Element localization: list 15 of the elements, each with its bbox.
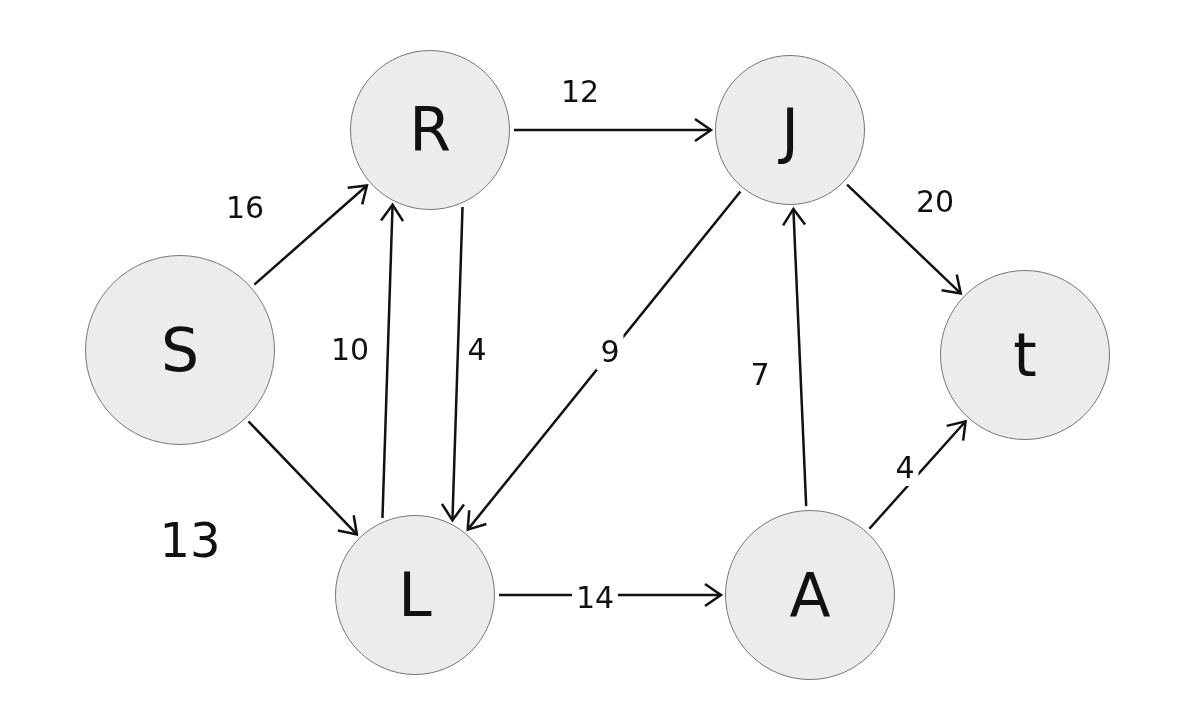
arrow bbox=[868, 420, 967, 530]
arrow bbox=[466, 190, 742, 531]
arrow bbox=[781, 207, 808, 507]
node-label: S bbox=[160, 320, 200, 380]
arrow bbox=[846, 183, 962, 295]
arrow bbox=[247, 420, 359, 536]
node-label: L bbox=[398, 565, 432, 625]
arrow bbox=[379, 203, 405, 518]
arrow bbox=[514, 117, 713, 143]
node-label: t bbox=[1013, 325, 1037, 385]
node-label: R bbox=[409, 100, 451, 160]
node-label: A bbox=[789, 565, 831, 625]
edge-label: 9 bbox=[596, 334, 624, 370]
arrow bbox=[253, 184, 369, 286]
arrow bbox=[440, 207, 466, 522]
